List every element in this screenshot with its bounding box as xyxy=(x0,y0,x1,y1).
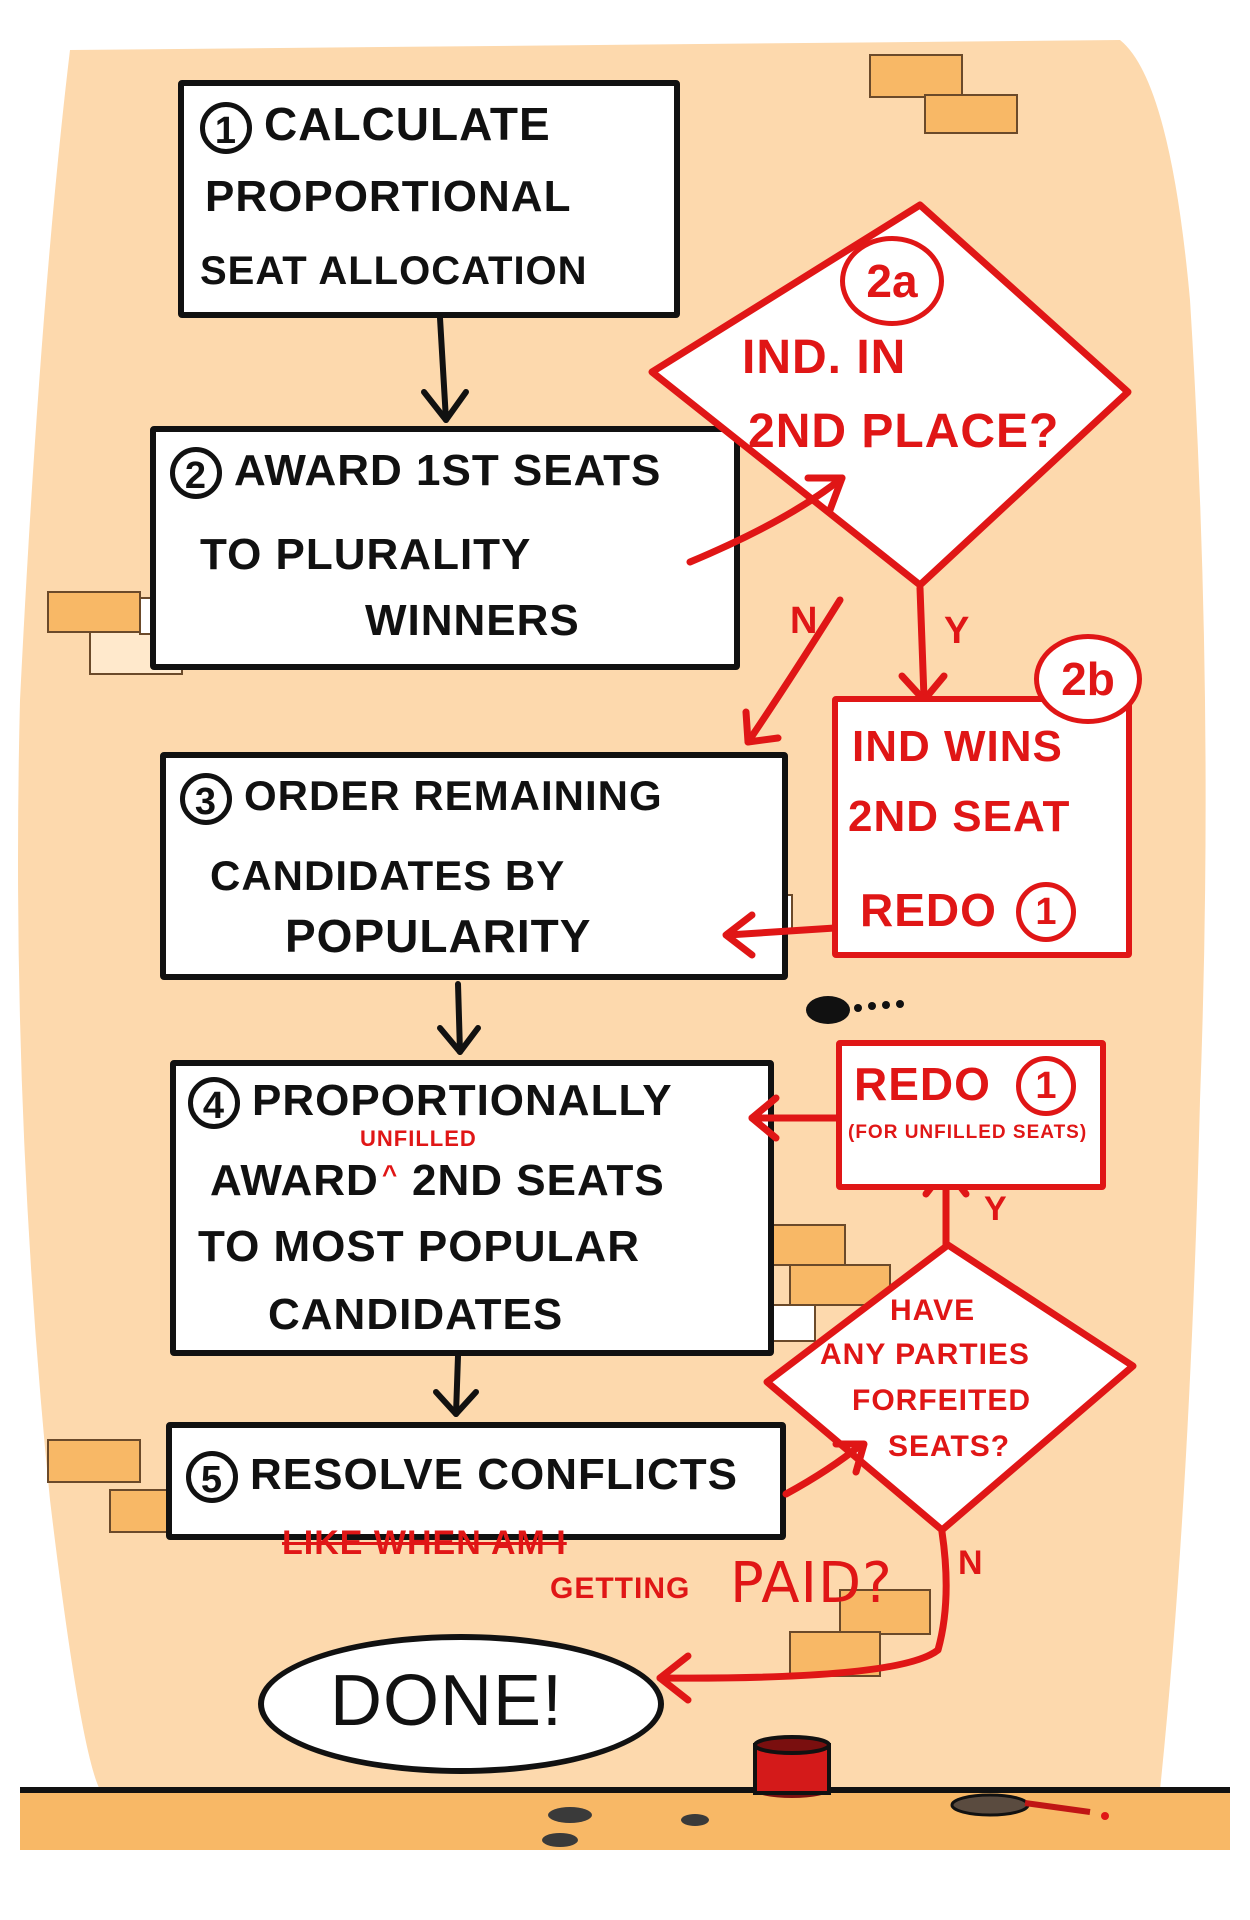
step-2-line-2: to Plurality xyxy=(200,530,532,579)
step-4-insert-unfilled: unfilled xyxy=(360,1126,477,1151)
box-2b-tag: 2b xyxy=(1034,634,1142,724)
branch-no-2a: N xyxy=(790,600,819,642)
step-3-line-2: Candidates by xyxy=(210,852,566,899)
step-4-box xyxy=(170,1060,774,1356)
step-3-box xyxy=(160,752,788,980)
step-1-label: 1Calculate xyxy=(200,98,551,154)
scribble-line-3: PAID? xyxy=(730,1551,893,1616)
redo-box-note: (for unfilled seats) xyxy=(848,1122,1088,1143)
box-2b-redo-number: 1 xyxy=(1016,882,1076,942)
step-1-line-3: Seat Allocation xyxy=(200,249,588,293)
decision-2a-tag: 2a xyxy=(840,236,944,326)
branch-yes-2a: Y xyxy=(944,610,971,652)
step-3-line-1: Order Remaining xyxy=(244,772,663,819)
scribble-line-1: Like when am I xyxy=(282,1524,567,1562)
redo-box-label: Redo xyxy=(854,1058,991,1110)
step-1-number: 1 xyxy=(200,101,252,154)
step-1-line-1: Calculate xyxy=(264,98,551,150)
step-4-line-1: Proportionally xyxy=(252,1076,673,1125)
step-4-line-4: Candidates xyxy=(268,1290,564,1339)
step-3-label: 3 Order Remaining xyxy=(180,772,663,825)
step-5-label: 5Resolve Conflicts xyxy=(186,1450,738,1504)
box-2b-line-2: 2nd Seat xyxy=(848,792,1071,841)
box-2b-line-1: Ind Wins xyxy=(852,722,1063,771)
step-2-label: 2Award 1st Seats xyxy=(170,446,662,500)
branch-no-forfeit: N xyxy=(958,1544,984,1582)
decision-forfeit-line-4: seats? xyxy=(888,1430,1011,1463)
done-ellipse xyxy=(258,1634,664,1774)
step-4-line-2a: Award xyxy=(210,1156,379,1205)
step-4-number: 4 xyxy=(188,1077,240,1130)
caret-mark: ^ xyxy=(382,1159,399,1189)
step-4-label: 4Proportionally xyxy=(188,1076,673,1130)
scribble-line-2: getting xyxy=(550,1572,691,1605)
decision-forfeit-line-3: forfeited xyxy=(852,1384,1031,1417)
box-2b xyxy=(832,696,1132,958)
done-label: Done! xyxy=(330,1661,564,1741)
step-2-number: 2 xyxy=(170,447,222,500)
decision-2a-line-1: Ind. in xyxy=(742,331,907,384)
step-4-line-2b: 2nd Seats xyxy=(412,1156,665,1205)
floor xyxy=(20,1790,1230,1850)
decision-forfeit-line-2: any parties xyxy=(820,1338,1030,1371)
step-4-line-3: to Most Popular xyxy=(198,1222,640,1271)
decision-forfeit-line-1: Have xyxy=(890,1294,976,1327)
paint-can-icon xyxy=(753,1735,831,1798)
redo-box-number: 1 xyxy=(1016,1056,1076,1116)
decision-2a-line-2: 2nd Place? xyxy=(748,405,1060,458)
step-3-line-3: Popularity xyxy=(285,910,592,962)
step-5-number: 5 xyxy=(186,1451,238,1504)
step-1-box xyxy=(178,80,680,318)
ink-blot-icon xyxy=(806,996,904,1024)
step-1-line-2: Proportional xyxy=(205,172,572,221)
step-2-line-3: Winners xyxy=(365,596,580,645)
step-2-line-1: Award 1st Seats xyxy=(234,446,662,495)
step-5-text: Resolve Conflicts xyxy=(250,1450,738,1499)
step-3-number: 3 xyxy=(180,772,232,825)
branch-yes-forfeit: Y xyxy=(984,1190,1008,1228)
paint-splats xyxy=(542,1807,709,1847)
paint-brush-icon xyxy=(950,1793,1109,1820)
step-2-box xyxy=(150,426,740,670)
box-2b-redo-label: Redo xyxy=(860,884,997,936)
